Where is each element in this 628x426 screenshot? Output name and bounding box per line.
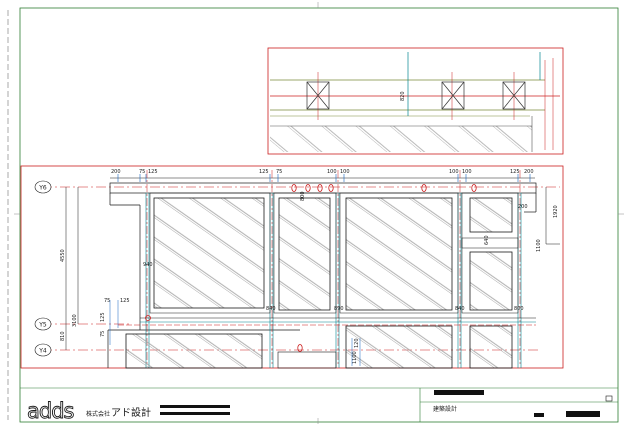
dim-text: 4550 (60, 249, 66, 262)
dim-text: 940 (143, 262, 153, 268)
sheet-border (19, 7, 619, 423)
dim-text: 125 (510, 169, 520, 175)
dim-text: 75 (104, 298, 110, 304)
grid-marker-y5: Y5 (34, 317, 52, 331)
title-block: adds 株式会社 アド設計 建築設計 (20, 387, 618, 423)
right-dimensions: 1920 200 1100 (518, 204, 559, 252)
dim-text: 800 (514, 306, 524, 312)
inset-dimension: 820 (400, 91, 406, 101)
company-logo: adds (27, 399, 74, 423)
dim-text: 75 (100, 331, 106, 337)
redaction-bar (534, 413, 544, 417)
dim-text: 125 (100, 312, 106, 322)
grid-marker-y6: Y6 (34, 180, 52, 194)
dim-text: 125 (148, 169, 158, 175)
dim-text: 75 (276, 169, 282, 175)
dim-text: 100 (340, 169, 350, 175)
dim-text: 100 (462, 169, 472, 175)
section-inset: 820 (267, 47, 564, 155)
dim-text: 810 (60, 331, 66, 341)
company-name: アド設計 (111, 406, 151, 419)
grid-label-y4: Y4 (38, 348, 47, 355)
grid-label-y6: Y6 (38, 185, 47, 192)
panel-dimensions: 940 840 890 840 640 800 800 (143, 191, 524, 312)
dim-text: 75 (139, 169, 145, 175)
dim-text: 3100 (72, 314, 78, 327)
dim-text: 125 (120, 298, 130, 304)
left-dimensions: 4550 3100 810 75 125 125 75 (60, 249, 130, 341)
dim-text: 890 (334, 306, 344, 312)
dim-text: 125 (259, 169, 269, 175)
dim-text: 640 (484, 235, 490, 245)
design-field-label: 建築設計 (433, 405, 457, 413)
redaction-bar (160, 412, 230, 415)
dim-text: 200 (524, 169, 534, 175)
grid-marker-y4: Y4 (34, 343, 52, 357)
dim-text: 840 (455, 306, 465, 312)
dim-text: 200 (111, 169, 121, 175)
company-type: 株式会社 (86, 410, 110, 418)
dim-text: 100 (449, 169, 459, 175)
dim-text: 100 (327, 169, 337, 175)
grid-label-y5: Y5 (38, 322, 47, 329)
dim-text: 1920 (553, 205, 559, 218)
dim-text: 840 (266, 306, 276, 312)
dim-text: 1100 (352, 351, 358, 364)
dim-text: 200 (518, 204, 528, 210)
top-dimensions: 200 75 125 125 75 100 100 100 100 125 20… (111, 169, 534, 175)
bottom-dimensions: 1100 120 (352, 338, 360, 364)
redaction-bar (434, 390, 484, 395)
dim-text: 800 (300, 191, 306, 201)
elevation-main: Y6 Y5 Y4 200 75 125 125 75 100 100 100 1… (20, 165, 564, 369)
dim-text: 120 (354, 338, 360, 348)
dim-text: 1100 (536, 239, 542, 252)
redaction-bar (160, 405, 230, 408)
redaction-bar (566, 411, 600, 417)
